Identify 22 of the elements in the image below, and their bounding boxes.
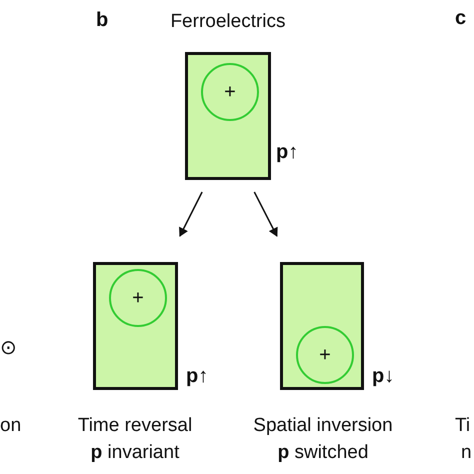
caption-fragment: n xyxy=(461,441,472,465)
panel-letter: b xyxy=(96,8,108,33)
arrow xyxy=(179,192,203,237)
panel-letter: c xyxy=(455,6,466,31)
node-label: p switched xyxy=(276,441,370,465)
symbol: ⊙ xyxy=(0,336,17,361)
crystal-box xyxy=(93,262,178,390)
caption-fragment: Ti xyxy=(455,414,470,438)
node-label: Time reversal xyxy=(76,414,194,438)
plus-sign: + xyxy=(132,288,144,308)
plus-sign: + xyxy=(224,82,236,102)
node-label: p invariant xyxy=(90,441,180,465)
node-label: Spatial inversion xyxy=(252,414,394,438)
title: Ferroelectrics xyxy=(169,10,287,34)
caption-fragment: on xyxy=(0,414,22,438)
polarization-label: p↓ xyxy=(372,364,396,389)
arrow xyxy=(254,192,278,237)
polarization-label: p↑ xyxy=(186,364,210,389)
polarization-label: p↑ xyxy=(276,140,300,165)
crystal-box xyxy=(280,262,364,390)
plus-sign: + xyxy=(319,345,331,365)
crystal-box xyxy=(185,52,271,180)
